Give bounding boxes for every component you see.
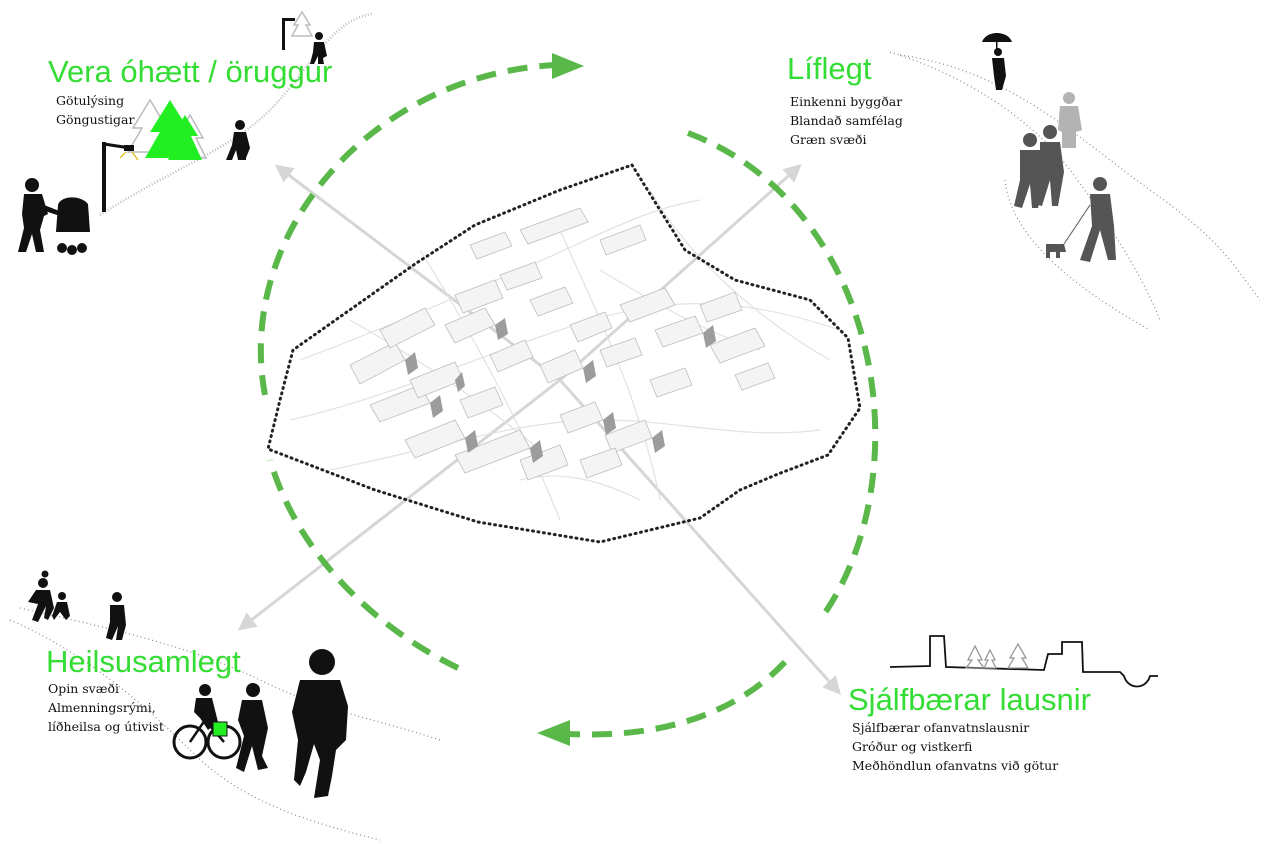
cycle-arc-left	[267, 459, 460, 671]
pedestrian-icon	[1014, 125, 1064, 208]
umbrella-walker-icon	[982, 33, 1012, 90]
sustainable-item-street-runoff: Meðhöndlun ofanvatns við götur	[852, 758, 1059, 773]
safe-scene	[18, 10, 373, 255]
soccer-player-icon	[28, 570, 70, 622]
lively-items: Einkenni byggðar Blandað samfélag Græn s…	[790, 92, 903, 149]
lively-item-mixed-community: Blandað samfélag	[790, 113, 903, 128]
cycle-arc-bottom	[567, 659, 788, 738]
lively-scene	[889, 33, 1261, 331]
site-plan-map	[289, 189, 841, 521]
tree-icon	[964, 642, 1030, 669]
healthy-scene	[9, 570, 441, 841]
healthy-item-public-spaces: Almenningsrými,	[48, 700, 156, 715]
safe-title: Vera óhætt / öruggur	[48, 54, 333, 89]
healthy-path-line-2	[9, 619, 381, 841]
sustainable-title: Sjálfbærar lausnir	[848, 682, 1091, 717]
sustainable-items: Sjálfbærar ofanvatnslausnir Gróður og vi…	[852, 718, 1058, 775]
healthy-item-open-areas: Opin svæði	[48, 681, 120, 696]
sustainable-scene	[889, 635, 1158, 688]
sustainable-item-vegetation: Gróður og vistkerfi	[852, 739, 973, 754]
safe-path-line	[99, 12, 373, 217]
healthy-path-line	[19, 607, 441, 741]
site-boundary-outline	[266, 163, 862, 544]
tree-icon	[145, 100, 202, 160]
radial-arrows	[237, 164, 841, 695]
sustainable-item-stormwater: Sjálfbærar ofanvatnslausnir	[852, 720, 1030, 735]
pedestrian-icon	[226, 32, 327, 160]
arrow-to-sustainable	[558, 379, 841, 695]
runner-icon	[106, 592, 348, 798]
stroller-icon	[18, 178, 90, 255]
arrow-to-healthy	[237, 378, 561, 631]
safe-items: Götulýsing Göngustigar	[56, 91, 134, 129]
healthy-item-wellbeing: líðheilsa og útivist	[48, 719, 164, 734]
healthy-items: Opin svæði Almenningsrými, líðheilsa og …	[48, 679, 164, 736]
lively-item-green-areas: Græn svæði	[790, 132, 867, 147]
lively-path-line-3	[1004, 179, 1151, 331]
cyclist-icon	[172, 684, 242, 760]
safe-item-street-lighting: Götulýsing	[56, 93, 125, 108]
arrow-to-lively	[559, 164, 802, 382]
lively-title: Líflegt	[787, 51, 872, 86]
cycle-arrowhead-bottom	[537, 720, 570, 746]
dog-walker-icon	[1046, 177, 1116, 262]
safe-item-footpaths: Göngustigar	[56, 112, 135, 127]
cycle-arrows	[257, 62, 879, 738]
pedestrian-icon	[1058, 92, 1082, 148]
skyline-section-icon	[889, 635, 1158, 688]
healthy-title: Heilsusamlegt	[46, 644, 241, 679]
lively-path-line-2	[899, 54, 1261, 301]
lively-item-character: Einkenni byggðar	[790, 94, 903, 109]
cycle-arc-top-left	[257, 62, 556, 396]
cycle-arrowhead-top	[552, 53, 584, 79]
street-lamp-icon	[102, 18, 295, 212]
cycle-arc-right	[686, 130, 879, 622]
